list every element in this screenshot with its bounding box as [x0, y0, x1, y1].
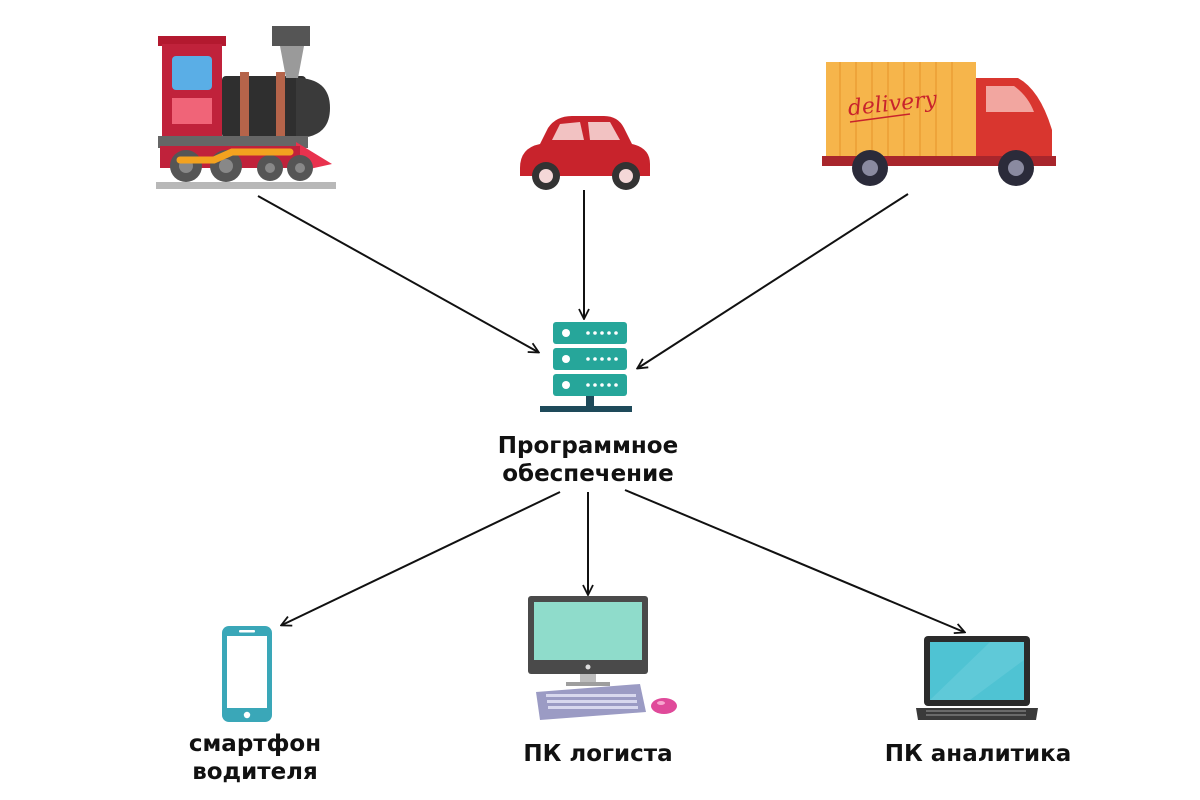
train-icon — [156, 26, 336, 189]
arrow-server-to-phone — [282, 491, 561, 625]
server-label-line1: Программное — [497, 433, 679, 459]
delivery-truck-icon: delivery — [822, 62, 1056, 186]
arrows — [257, 190, 964, 632]
smartphone-label-line2: водителя — [192, 759, 318, 785]
arrow-server-to-laptop — [624, 489, 964, 632]
server-label: Программное обеспечение — [438, 432, 738, 488]
arrow-truck-to-server — [638, 193, 909, 368]
smartphone-label: смартфон водителя — [140, 730, 370, 786]
laptop-label: ПК аналитика — [838, 740, 1118, 768]
server-icon — [540, 322, 632, 412]
arrow-train-to-server — [257, 195, 538, 352]
smartphone-icon — [222, 626, 272, 722]
laptop-icon — [916, 636, 1038, 720]
desktop-pc-label-line1: ПК логиста — [523, 741, 673, 767]
laptop-label-line1: ПК аналитика — [884, 741, 1072, 767]
car-icon — [520, 116, 650, 190]
desktop-pc-icon — [528, 596, 677, 720]
desktop-pc-label: ПК логиста — [478, 740, 718, 768]
server-label-line2: обеспечение — [502, 461, 674, 487]
smartphone-label-line1: смартфон — [188, 731, 322, 757]
